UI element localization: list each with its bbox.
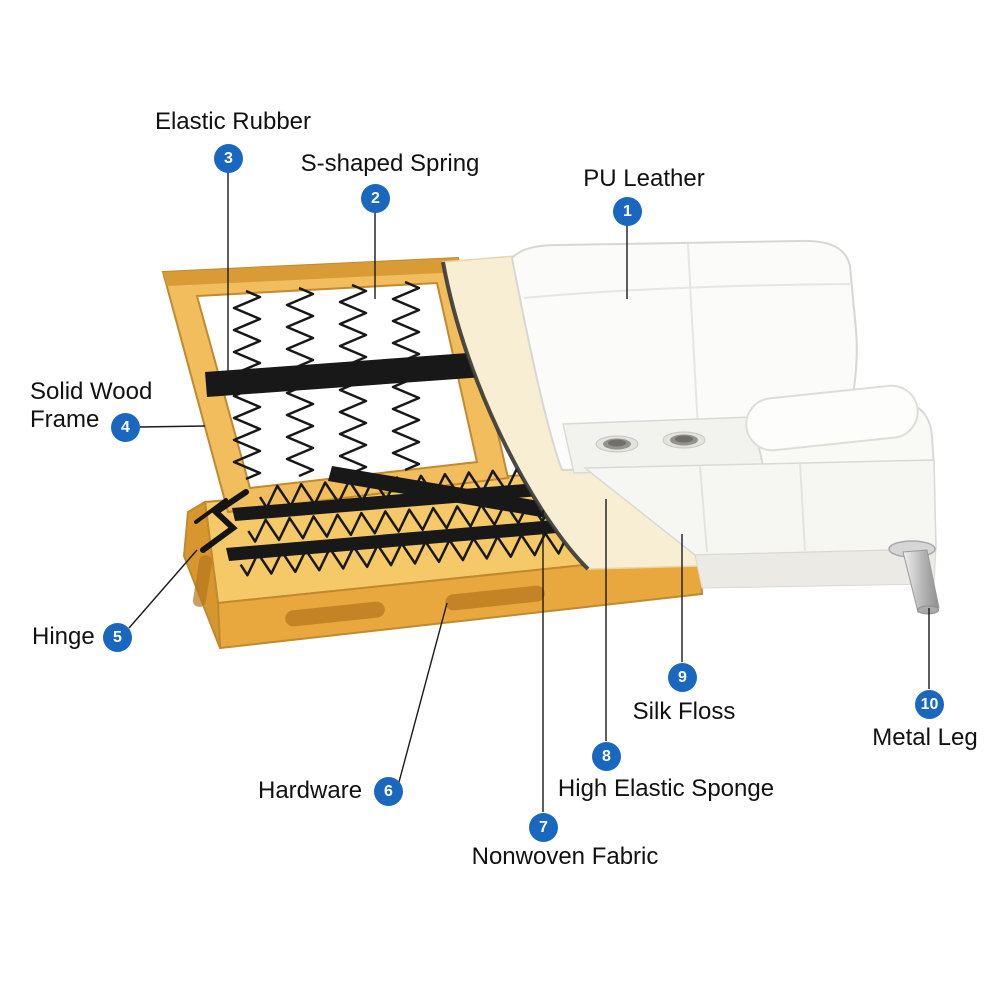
badge-elastic-rubber: 3 [214, 144, 243, 173]
badge-hinge: 5 [103, 623, 132, 652]
armrest-pillow [745, 384, 936, 472]
label-solid-wood-frame-line1: Solid Wood [30, 378, 153, 405]
badge-metal-leg: 10 [915, 690, 944, 719]
leader-hinge [128, 549, 198, 629]
hinge-hardware [194, 489, 249, 553]
cup-holder-console [562, 416, 765, 474]
label-high-elastic-sponge: High Elastic Sponge [557, 775, 775, 802]
leader-solid-wood-frame [139, 425, 206, 428]
label-nonwoven-fabric: Nonwoven Fabric [471, 843, 659, 870]
badge-silk-floss: 9 [668, 663, 697, 692]
leader-hardware [398, 602, 448, 783]
badge-pu-leather: 1 [613, 197, 642, 226]
label-s-shaped-spring: S-shaped Spring [300, 150, 480, 177]
metal-leg [888, 540, 940, 615]
label-elastic-rubber: Elastic Rubber [154, 108, 312, 135]
label-hinge: Hinge [32, 623, 95, 650]
label-silk-floss: Silk Floss [632, 698, 736, 725]
label-pu-leather: PU Leather [583, 165, 705, 192]
label-hardware: Hardware [258, 777, 363, 804]
badge-s-shaped-spring: 2 [361, 184, 390, 213]
badge-hardware: 6 [374, 777, 403, 806]
label-solid-wood-frame: Solid Wood Frame [30, 378, 152, 433]
badge-solid-wood-frame: 4 [111, 413, 140, 442]
badge-nonwoven-fabric: 7 [529, 813, 558, 842]
nonwoven-fabric-edge [441, 261, 590, 571]
label-solid-wood-frame-line2: Frame [30, 405, 100, 433]
leather-sofa [510, 239, 937, 589]
label-metal-leg: Metal Leg [872, 724, 978, 751]
badge-high-elastic-sponge: 8 [592, 742, 621, 771]
leader-lines [128, 173, 930, 812]
